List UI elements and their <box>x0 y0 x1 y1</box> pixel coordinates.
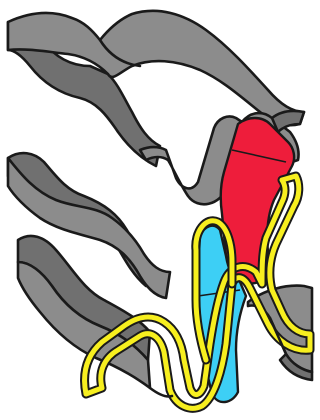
gasket-seal <box>85 176 310 408</box>
